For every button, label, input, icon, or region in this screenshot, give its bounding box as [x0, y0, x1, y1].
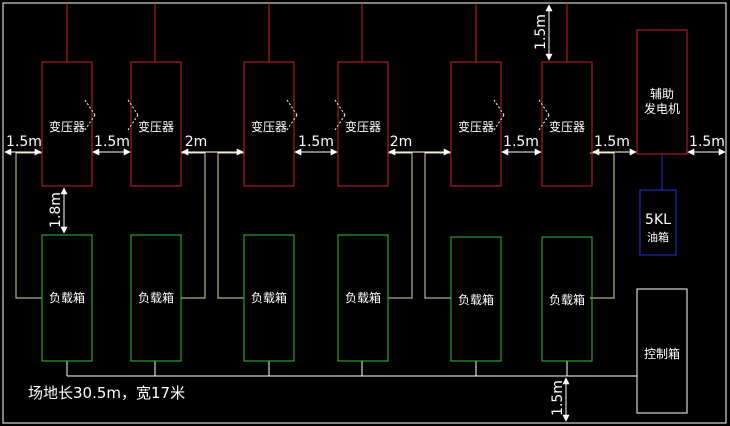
dimension-lines	[4, 4, 726, 422]
transformer-5: 变压器	[450, 61, 505, 187]
cable-t1-l1	[15, 152, 42, 299]
dim-gap-t1-t2: 1.5m	[94, 134, 130, 150]
cable-t6-l6	[590, 152, 615, 299]
incoming-lines	[66, 3, 568, 62]
load-box-6-label: 负载箱	[549, 292, 585, 307]
load-box-1: 负载箱	[41, 234, 93, 362]
dim-right-margin: 1.5m	[689, 134, 725, 150]
transformer-4-label: 变压器	[345, 119, 381, 134]
transformer-4: 变压器	[334, 61, 389, 187]
load-box-2-label: 负载箱	[138, 290, 174, 305]
load-box-5-label: 负载箱	[458, 292, 494, 307]
site-size-note: 场地长30.5m，宽17米	[28, 384, 185, 402]
generator-label-line1: 辅助	[650, 87, 674, 101]
load-box-4-label: 负载箱	[345, 290, 381, 305]
dim-gap-t6-gen: 1.5m	[594, 134, 630, 150]
dim-gap-t5-t6: 1.5m	[503, 134, 539, 150]
generator-label-line2: 发电机	[644, 101, 680, 116]
transformer-5-label: 变压器	[458, 119, 494, 134]
cable-t5-l5	[424, 152, 451, 299]
oil-tank: 5KL 油箱	[639, 189, 677, 256]
dim-transformer-to-load: 1.8m	[48, 192, 64, 228]
dim-bottom-clearance: 1.5m	[550, 380, 566, 416]
dim-gap-t4-t5: 2m	[390, 134, 413, 150]
dim-left-margin: 1.5m	[6, 134, 42, 150]
control-box-label: 控制箱	[644, 346, 680, 361]
transformer-3: 变压器	[243, 61, 298, 187]
transformer-1: 变压器	[41, 61, 96, 187]
transformer-6-label: 变压器	[549, 119, 585, 134]
bottom-bus	[66, 361, 637, 377]
load-box-6: 负载箱	[541, 236, 593, 362]
oil-tank-label: 油箱	[647, 230, 669, 244]
dim-gap-t2-t3: 2m	[185, 134, 208, 150]
load-box-3-label: 负载箱	[251, 290, 287, 305]
cable-t2-l2	[181, 152, 206, 299]
transformer-2-label: 变压器	[138, 119, 174, 134]
transformer-6: 变压器	[538, 61, 593, 187]
load-box-4: 负载箱	[337, 234, 389, 362]
dim-gap-t3-t4: 1.5m	[298, 134, 334, 150]
control-box: 控制箱	[636, 288, 688, 414]
transformer-2: 变压器	[127, 61, 182, 187]
load-box-5: 负载箱	[450, 236, 502, 362]
auxiliary-generator: 辅助 发电机	[636, 29, 688, 155]
load-box-2: 负载箱	[130, 234, 182, 362]
cable-t4-l4	[388, 152, 413, 299]
transformer-1-label: 变压器	[49, 119, 85, 134]
cable-group	[15, 152, 615, 299]
transformer-3-label: 变压器	[251, 119, 287, 134]
cable-t3-l3	[217, 152, 244, 299]
load-box-3: 负载箱	[243, 234, 295, 362]
dim-top-clearance: 1.5m	[533, 14, 549, 50]
load-box-1-label: 负载箱	[49, 290, 85, 305]
oil-tank-capacity: 5KL	[645, 212, 671, 228]
